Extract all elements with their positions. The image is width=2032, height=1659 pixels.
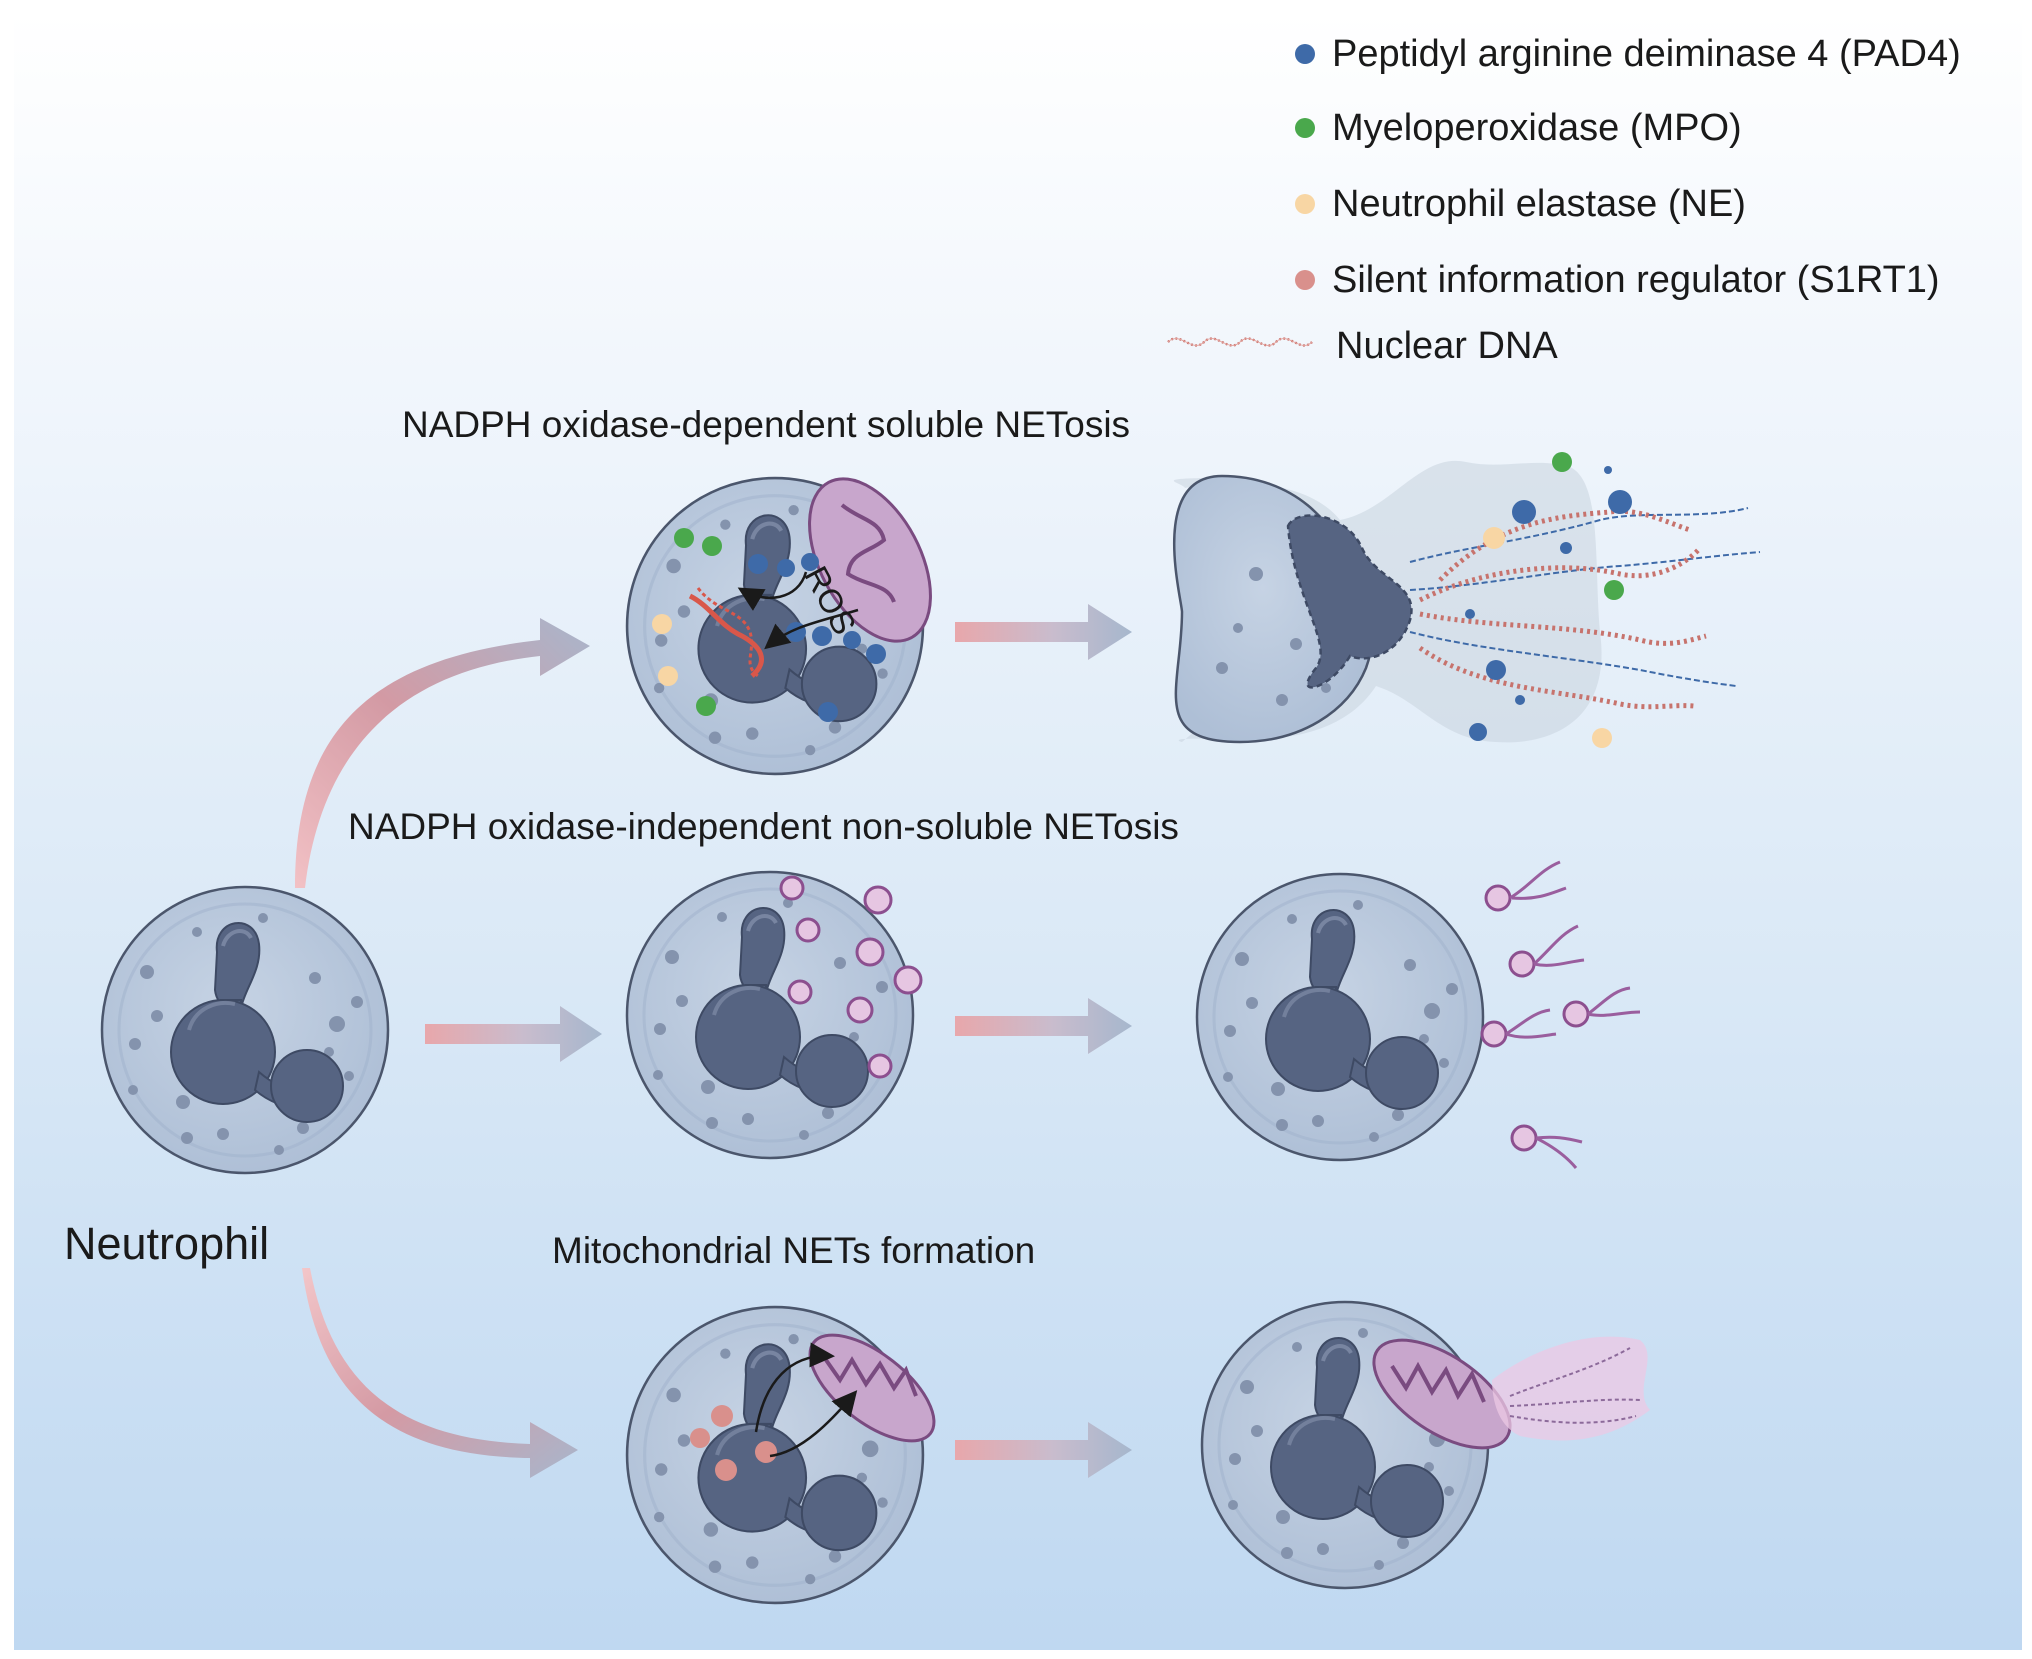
arrow-mito-step — [955, 1422, 1132, 1478]
neutrophil-label: Neutrophil — [64, 1218, 270, 1269]
arrow-to-nonsoluble — [425, 1006, 602, 1062]
legend-dna-icon — [1166, 337, 1314, 347]
pad4-to-chromatin-arrow — [737, 571, 808, 611]
legend-sirt1-dot — [1295, 270, 1315, 290]
mitochondrion-ros — [808, 477, 932, 643]
legend-pad4-label: Peptidyl arginine deiminase 4 (PAD4) — [1332, 33, 1961, 75]
legend-ne-label: Neutrophil elastase (NE) — [1332, 183, 1746, 225]
released-granules — [1465, 452, 1632, 748]
pathway-title-soluble: NADPH oxidase-dependent soluble NETosis — [402, 404, 1131, 445]
decondensed-chromatin — [688, 587, 764, 678]
pathway-title-nonsoluble: NADPH oxidase-independent non-soluble NE… — [348, 806, 1179, 847]
nonsoluble-cell-stage2 — [1195, 872, 1485, 1162]
budding-vesicles — [779, 875, 923, 1079]
pathway-title-mito: Mitochondrial NETs formation — [552, 1230, 1036, 1271]
legend-sirt1-label: Silent information regulator (S1RT1) — [1332, 259, 1940, 301]
legend-ne-dot — [1295, 194, 1315, 214]
ne-granules — [652, 614, 678, 686]
sirt1-granules — [690, 1405, 777, 1481]
neutrophil-cell — [100, 885, 390, 1175]
arrow-to-soluble — [295, 618, 590, 888]
net-strands — [1409, 507, 1761, 710]
released-vesicles — [1480, 860, 1641, 1169]
mito-cell-stage2 — [1200, 1300, 1490, 1590]
arrow-to-mito — [302, 1268, 578, 1478]
mito-net-release — [1492, 1336, 1650, 1441]
mpo-granules — [674, 528, 722, 716]
arrow-soluble-step — [955, 604, 1132, 660]
legend-mpo-label: Myeloperoxidase (MPO) — [1332, 107, 1742, 149]
soluble-cell-stage2 — [1172, 460, 1602, 744]
mitochondrion-stage2 — [1372, 1338, 1512, 1450]
ros-to-nucleus-arrow — [764, 608, 859, 650]
arrow-nonsoluble-step — [955, 998, 1132, 1054]
legend-pad4-dot — [1295, 44, 1315, 64]
legend-dna-label: Nuclear DNA — [1336, 325, 1558, 367]
sirt1-to-mito-arrow-1 — [754, 1342, 835, 1433]
legend-mpo-dot — [1295, 118, 1315, 138]
sirt1-to-mito-arrow-2 — [769, 1390, 858, 1458]
